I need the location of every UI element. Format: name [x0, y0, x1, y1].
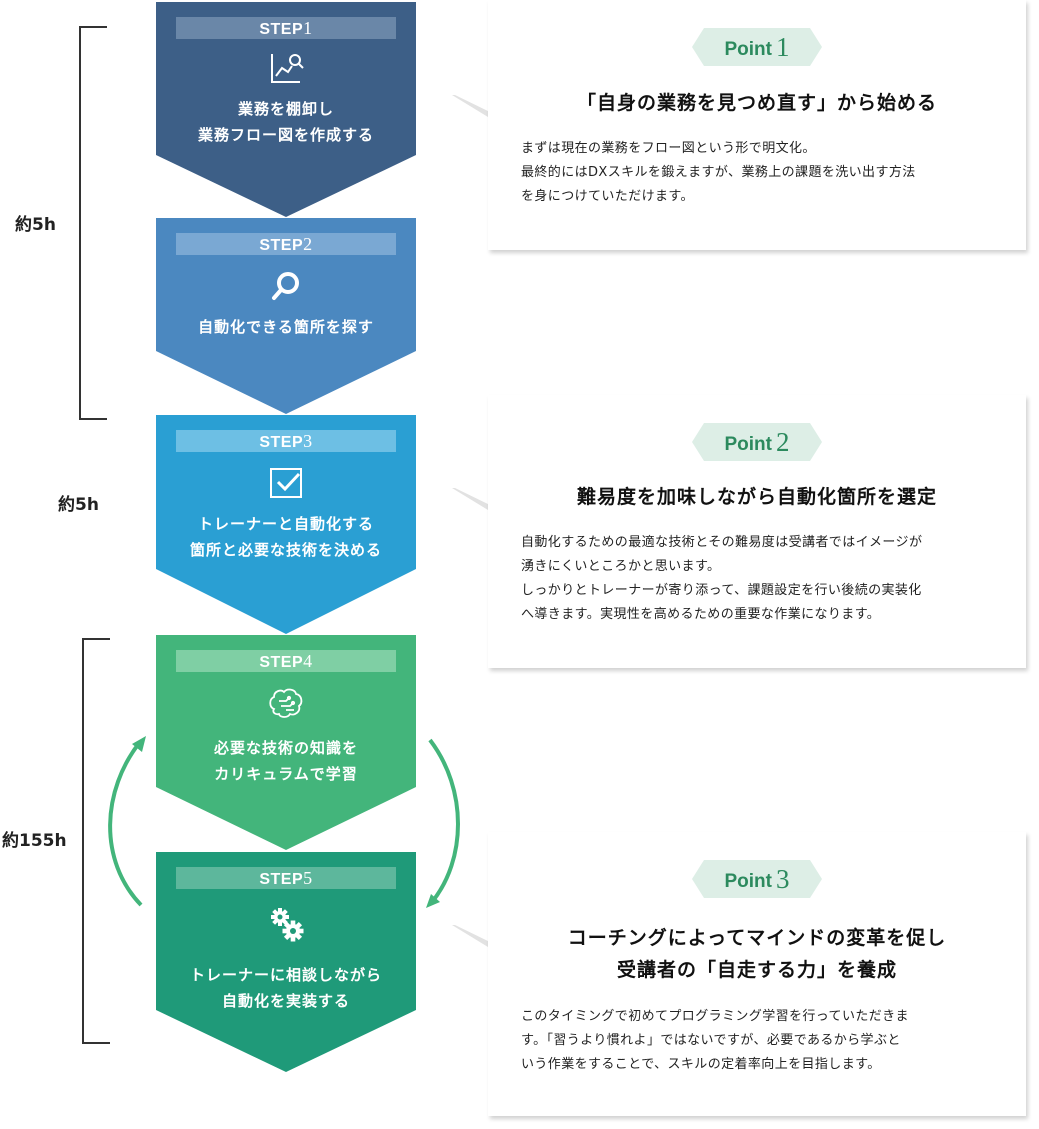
connector-point-2	[452, 488, 492, 510]
point-3-title-line-1: コーチングによってマインドの変革を促し	[567, 927, 947, 949]
point-1-title-line-1: 「自身の業務を見つめ直す」から始める	[576, 92, 937, 114]
step-5-header: STEP5	[176, 867, 396, 889]
step-4-line-1: 必要な技術の知識を	[213, 739, 358, 757]
point-1-body: まずは現在の業務をフロー図という形で明文化。 最終的にはDXスキルを鍛えますが、…	[521, 137, 1006, 209]
step-4: STEP4 必要な技術の知識を カリキュラムで学習	[156, 635, 416, 850]
step-1-header: STEP1	[176, 17, 396, 39]
step-3: STEP3 トレーナーと自動化する 箇所と必要な技術を決める	[156, 415, 416, 634]
connector-point-3	[452, 925, 492, 947]
step-1: STEP1 業務を棚卸し 業務フロー図を作成する	[156, 2, 416, 217]
duration-bracket-1	[79, 26, 107, 420]
point-1-label: Point	[724, 39, 773, 60]
step-3-label: STEP	[259, 434, 304, 451]
step-1-label: STEP	[259, 21, 304, 38]
step-3-line-1: トレーナーと自動化する	[197, 515, 374, 533]
step-5-description: トレーナーに相談しながら 自動化を実装する	[156, 962, 416, 1014]
magnifier-icon	[272, 272, 299, 300]
step-3-description: トレーナーと自動化する 箇所と必要な技術を決める	[156, 511, 416, 563]
step-4-line-2: カリキュラムで学習	[214, 765, 358, 783]
step-2-description: 自動化できる箇所を探す	[156, 314, 416, 340]
point-1-number: 1	[776, 32, 790, 62]
point-2-body-line-3: しっかりとトレーナーが寄り添って、課題設定を行い後続の実装化	[521, 583, 922, 598]
step-3-header: STEP3	[176, 430, 396, 452]
step-1-line-1: 業務を棚卸し	[237, 100, 334, 118]
point-1-body-line-2: 最終的にはDXスキルを鍛えますが、業務上の課題を洗い出す方法	[521, 165, 916, 180]
point-1-title: 「自身の業務を見つめ直す」から始める	[488, 87, 1026, 119]
step-1-arrow-shape	[156, 2, 416, 217]
point-1-body-line-1: まずは現在の業務をフロー図という形で明文化。	[521, 141, 816, 156]
brain-circuit-icon	[269, 688, 303, 718]
cycle-arrow-right-head	[426, 894, 440, 908]
step-5: STEP5 トレーナーに相談しながら 自動化を実装する	[156, 852, 416, 1072]
step-4-header: STEP4	[176, 650, 396, 672]
point-3-number: 3	[776, 864, 790, 894]
step-2-arrow-shape	[156, 218, 416, 414]
step-3-number: 3	[303, 431, 313, 451]
point-3-body-line-1: このタイミングで初めてプログラミング学習を行っていただきま	[521, 1009, 909, 1024]
point-2-number: 2	[776, 427, 790, 457]
step-5-line-2: 自動化を実装する	[221, 992, 350, 1010]
step-2-line-1: 自動化できる箇所を探す	[198, 318, 374, 336]
point-2-body-line-1: 自動化するための最適な技術とその難易度は受講者ではイメージが	[521, 535, 923, 550]
step-3-line-2: 箇所と必要な技術を決める	[189, 541, 382, 559]
point-2-body-line-4: へ導きます。実現性を高めるための重要な作業になります。	[521, 607, 881, 622]
step-2-header: STEP2	[176, 233, 396, 255]
point-1-body-line-3: を身につけていただけます。	[521, 189, 694, 204]
duration-label-3: 約155h	[2, 831, 67, 851]
point-3-body-line-2: す。「習うより慣れよ」ではないですが、必要であるから学ぶと	[521, 1033, 901, 1048]
step-1-number: 1	[303, 18, 313, 38]
gears-icon	[271, 908, 304, 942]
step-1-description: 業務を棚卸し 業務フロー図を作成する	[156, 96, 416, 148]
point-3-title-line-2: 受講者の「自走する力」を養成	[616, 959, 897, 981]
point-3-body-line-3: いう作業をすることで、スキルの定着率向上を目指します。	[521, 1057, 881, 1072]
duration-bracket-3	[82, 638, 110, 1044]
point-2-label: Point	[724, 434, 773, 455]
connector-point-1	[452, 95, 492, 117]
duration-label-1: 約5h	[15, 215, 56, 235]
step-4-arrow-shape	[156, 635, 416, 850]
step-4-label: STEP	[259, 654, 304, 671]
step-3-arrow-shape	[156, 415, 416, 634]
point-2-title-line-1: 難易度を加味しながら自動化箇所を選定	[576, 486, 937, 508]
step-2: STEP2 自動化できる箇所を探す	[156, 218, 416, 414]
cycle-arrow-left	[108, 740, 143, 907]
checkbox-icon	[270, 468, 302, 498]
step-5-label: STEP	[259, 871, 304, 888]
step-4-description: 必要な技術の知識を カリキュラムで学習	[156, 735, 416, 787]
point-3-body: このタイミングで初めてプログラミング学習を行っていただきま す。「習うより慣れよ…	[521, 1005, 1006, 1077]
step-5-arrow-shape	[156, 852, 416, 1072]
point-2-body: 自動化するための最適な技術とその難易度は受講者ではイメージが 湧きにくいところか…	[521, 531, 1006, 627]
cycle-arrow-left-head	[132, 736, 146, 752]
point-2-title: 難易度を加味しながら自動化箇所を選定	[488, 481, 1026, 513]
point-3-title: コーチングによってマインドの変革を促し 受講者の「自走する力」を養成	[488, 922, 1026, 986]
step-4-number: 4	[303, 651, 313, 671]
step-5-number: 5	[303, 868, 313, 888]
point-3-label: Point	[724, 871, 773, 892]
cycle-arrow-right	[428, 738, 460, 904]
duration-label-2: 約5h	[58, 495, 99, 515]
chart-search-icon	[271, 54, 304, 83]
step-2-number: 2	[303, 234, 313, 254]
point-2-body-line-2: 湧きにくいところかと思います。	[521, 559, 721, 574]
step-1-line-2: 業務フロー図を作成する	[197, 126, 374, 144]
step-2-label: STEP	[259, 237, 304, 254]
step-5-line-1: トレーナーに相談しながら	[189, 966, 382, 984]
